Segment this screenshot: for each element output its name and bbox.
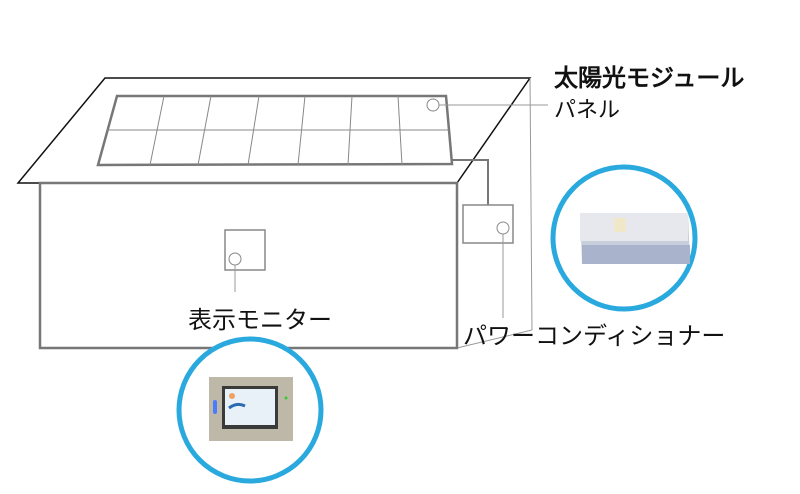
solar-panel bbox=[96, 94, 548, 167]
module-title: 太陽光モジュール bbox=[554, 63, 745, 92]
power-conditioner-photo bbox=[550, 164, 698, 312]
pcs-marker-icon bbox=[496, 221, 510, 235]
depth-line bbox=[529, 77, 533, 331]
depth-line-bottom bbox=[456, 329, 533, 349]
monitor-marker-icon bbox=[228, 252, 242, 266]
cable bbox=[452, 159, 489, 205]
monitor-photo bbox=[176, 336, 324, 484]
monitor-label: 表示モニター bbox=[188, 306, 332, 334]
power-conditioner-label: パワーコンディショナー bbox=[463, 322, 726, 350]
panel-marker-icon bbox=[426, 98, 440, 112]
module-subtitle: パネル bbox=[554, 98, 621, 123]
